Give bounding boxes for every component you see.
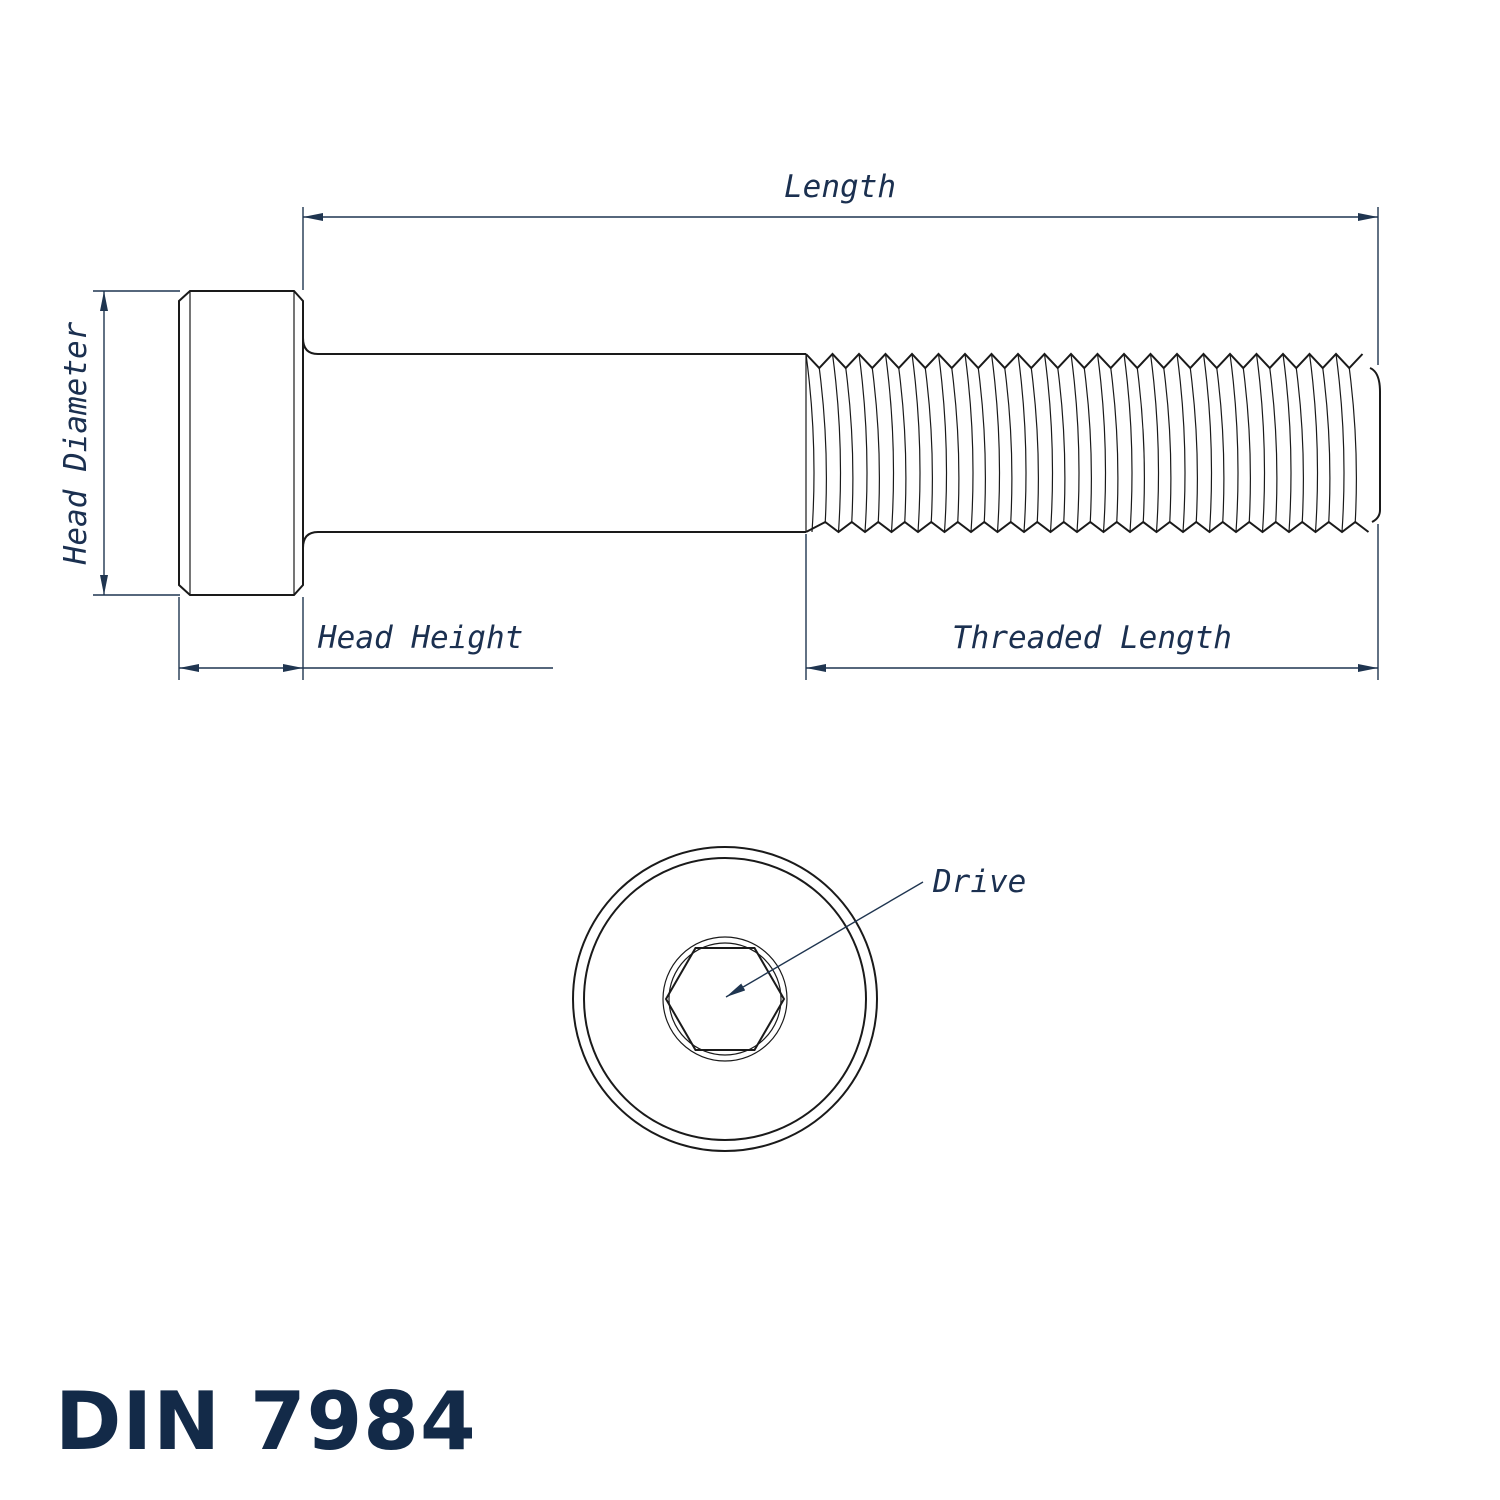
drive-label: Drive [932,864,1026,900]
head-diameter-label: Head Diameter [58,321,94,565]
threaded-length-label: Threaded Length [952,620,1232,656]
drive-callout: Drive [725,864,1026,998]
head-height-label: Head Height [317,620,523,656]
threaded-length-dimension: Threaded Length [805,524,1379,680]
head-diameter-dimension: Head Diameter [58,290,180,596]
length-dimension: Length [302,169,1379,365]
screw-shank [302,337,807,549]
screw-thread [805,352,1381,534]
screw-head-end-view [572,846,878,1152]
screw-head-side [178,290,304,596]
hex-socket-icon [664,947,786,1051]
standard-title: DIN 7984 [55,1375,477,1468]
head-height-dimension: Head Height [178,597,553,680]
length-label: Length [784,169,896,205]
